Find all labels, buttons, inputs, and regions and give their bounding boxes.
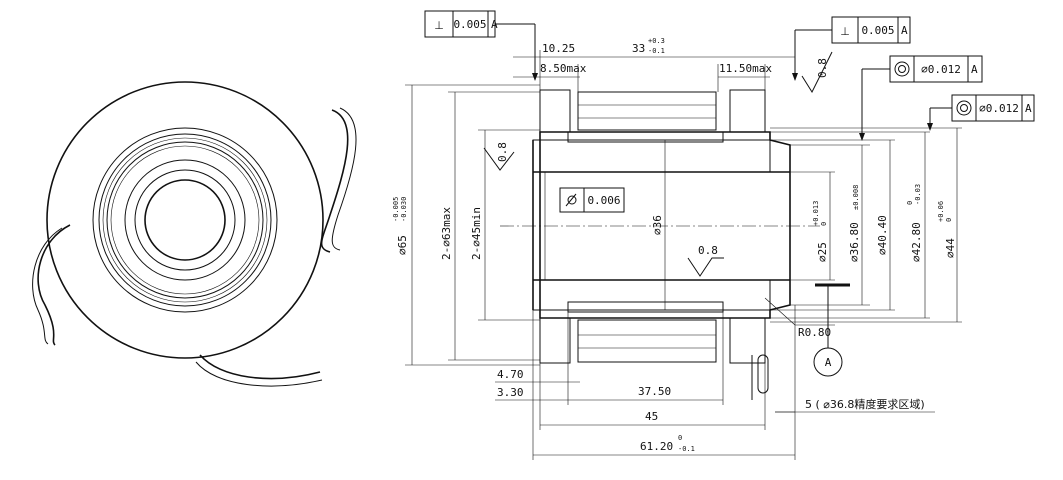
coil-top-right [729,89,766,133]
gdt-value: ⌀0.012 [921,63,961,76]
magnet-lower [567,301,724,313]
coil-bottom-left [539,317,571,364]
bore-chamfer-circle [124,159,246,281]
ring-circle-1 [92,127,278,313]
dim-11-50: 11.50max [719,62,772,75]
svg-text:61.20: 61.20 [640,440,673,453]
gdt-perp-top-right: ⊥ 0.005 A [792,16,911,81]
svg-text:0.8: 0.8 [698,244,718,257]
gdt-value: 0.006 [587,194,620,207]
gdt-perp-top-left: ⊥ 0.005 A [424,10,538,81]
gdt-value: 0.005 [453,18,486,31]
svg-text:-0.03: -0.03 [914,184,922,205]
gdt-value: 0.005 [861,24,894,37]
svg-text:±0.008: ±0.008 [852,185,860,210]
lead-tab [757,354,769,394]
svg-text:0.8: 0.8 [496,142,509,162]
dim-8-50: 8.50max [540,62,587,75]
lead-wire-bottom [199,354,321,380]
svg-text:⌀36.80: ⌀36.80 [848,222,861,262]
svg-text:0: 0 [906,201,914,205]
roughness-1: 0.8 [801,51,833,94]
stator-bottom [577,319,717,363]
lead-wire-right-edge [331,107,357,251]
svg-text:0: 0 [945,218,953,222]
rotor-upper [532,139,771,173]
lead-wire-bottom-edge [195,361,323,387]
ring-circle-4 [106,141,264,299]
concentricity-icon [956,100,972,116]
svg-text:4.70: 4.70 [497,368,524,381]
right-vertical-dims: ⌀25 +0.013 0 ⌀36.80 ±0.008 ⌀40.40 ⌀42.80… [770,127,962,323]
svg-text:37.50: 37.50 [638,385,671,398]
roughness-3: 0.8 [687,244,724,277]
concentricity-icon [894,61,910,77]
perpendicularity-icon: ⊥ [434,19,444,32]
svg-text:+0.013: +0.013 [812,201,820,226]
gdt-datum: A [1025,102,1032,115]
gdt-concentricity-2: ⌀0.012 A [927,94,1035,131]
perpendicularity-icon: ⊥ [840,25,850,38]
dim-33: 33 [632,42,645,55]
svg-text:⌀40.40: ⌀40.40 [876,215,889,255]
svg-text:R0.80: R0.80 [798,326,831,339]
cylindricity-icon [565,193,577,207]
r080-callout: R0.80 [764,297,835,339]
left-vertical-dims: ⌀65 -0.005 -0.030 2-⌀63max 2-⌀45min ⌀36 [392,84,666,366]
roughness-2: 0.8 [483,142,515,171]
gdt-cylindricity: 0.006 [559,187,625,213]
svg-text:0: 0 [820,222,828,226]
dim-33-tol-low: -0.1 [648,47,665,55]
gdt-value: ⌀0.012 [979,102,1019,115]
dim-10-25: 10.25 [542,42,575,55]
bore-circle-2 [144,179,226,261]
svg-text:3.30: 3.30 [497,386,524,399]
ring-circle-2 [98,133,272,307]
gdt-datum: A [901,24,908,37]
ring-circle-3 [102,137,268,303]
end-view [32,81,357,387]
datum-label: A [825,356,832,369]
svg-text:⌀36: ⌀36 [651,215,664,235]
gdt-datum: A [971,63,978,76]
lead-wire-left-edge [32,227,63,345]
bottom-dimensions: 4.70 3.30 37.50 45 61.20 0 -0.1 5 ( ⌀36.… [495,305,935,460]
datum-a-marker: A [813,285,843,377]
lead-wire-left [37,224,71,346]
section-view [500,89,850,400]
svg-text:0.8: 0.8 [816,58,829,78]
gdt-datum: A [491,18,498,31]
svg-text:2-⌀63max: 2-⌀63max [440,207,453,260]
svg-text:⌀25: ⌀25 [816,242,829,262]
bore-circle-1 [134,169,236,271]
precision-zone-note: 5 ( ⌀36.8精度要求区域) [805,397,925,411]
rotor-lower [532,279,771,311]
svg-text:0: 0 [678,434,682,442]
magnet-upper [567,131,724,143]
lead-wire-right [320,109,349,253]
gdt-concentricity-1: ⌀0.012 A [859,55,983,141]
svg-text:+0.06: +0.06 [937,201,945,222]
svg-text:⌀65: ⌀65 [396,235,409,255]
svg-text:⌀44: ⌀44 [944,238,957,258]
dim-33-tol-up: +0.3 [648,37,665,45]
outer-housing-circle [46,81,324,359]
stator-top [577,91,717,131]
ring-circle-5 [110,145,260,295]
svg-text:-0.030: -0.030 [400,197,408,222]
top-dimensions: 10.25 33 +0.3 -0.1 8.50max 11.50max [513,37,795,92]
coil-top-left [539,89,571,133]
svg-text:2-⌀45min: 2-⌀45min [470,207,483,260]
svg-text:-0.1: -0.1 [678,445,695,453]
svg-text:⌀42.80: ⌀42.80 [910,222,923,262]
svg-text:-0.005: -0.005 [392,197,400,222]
svg-text:45: 45 [645,410,658,423]
